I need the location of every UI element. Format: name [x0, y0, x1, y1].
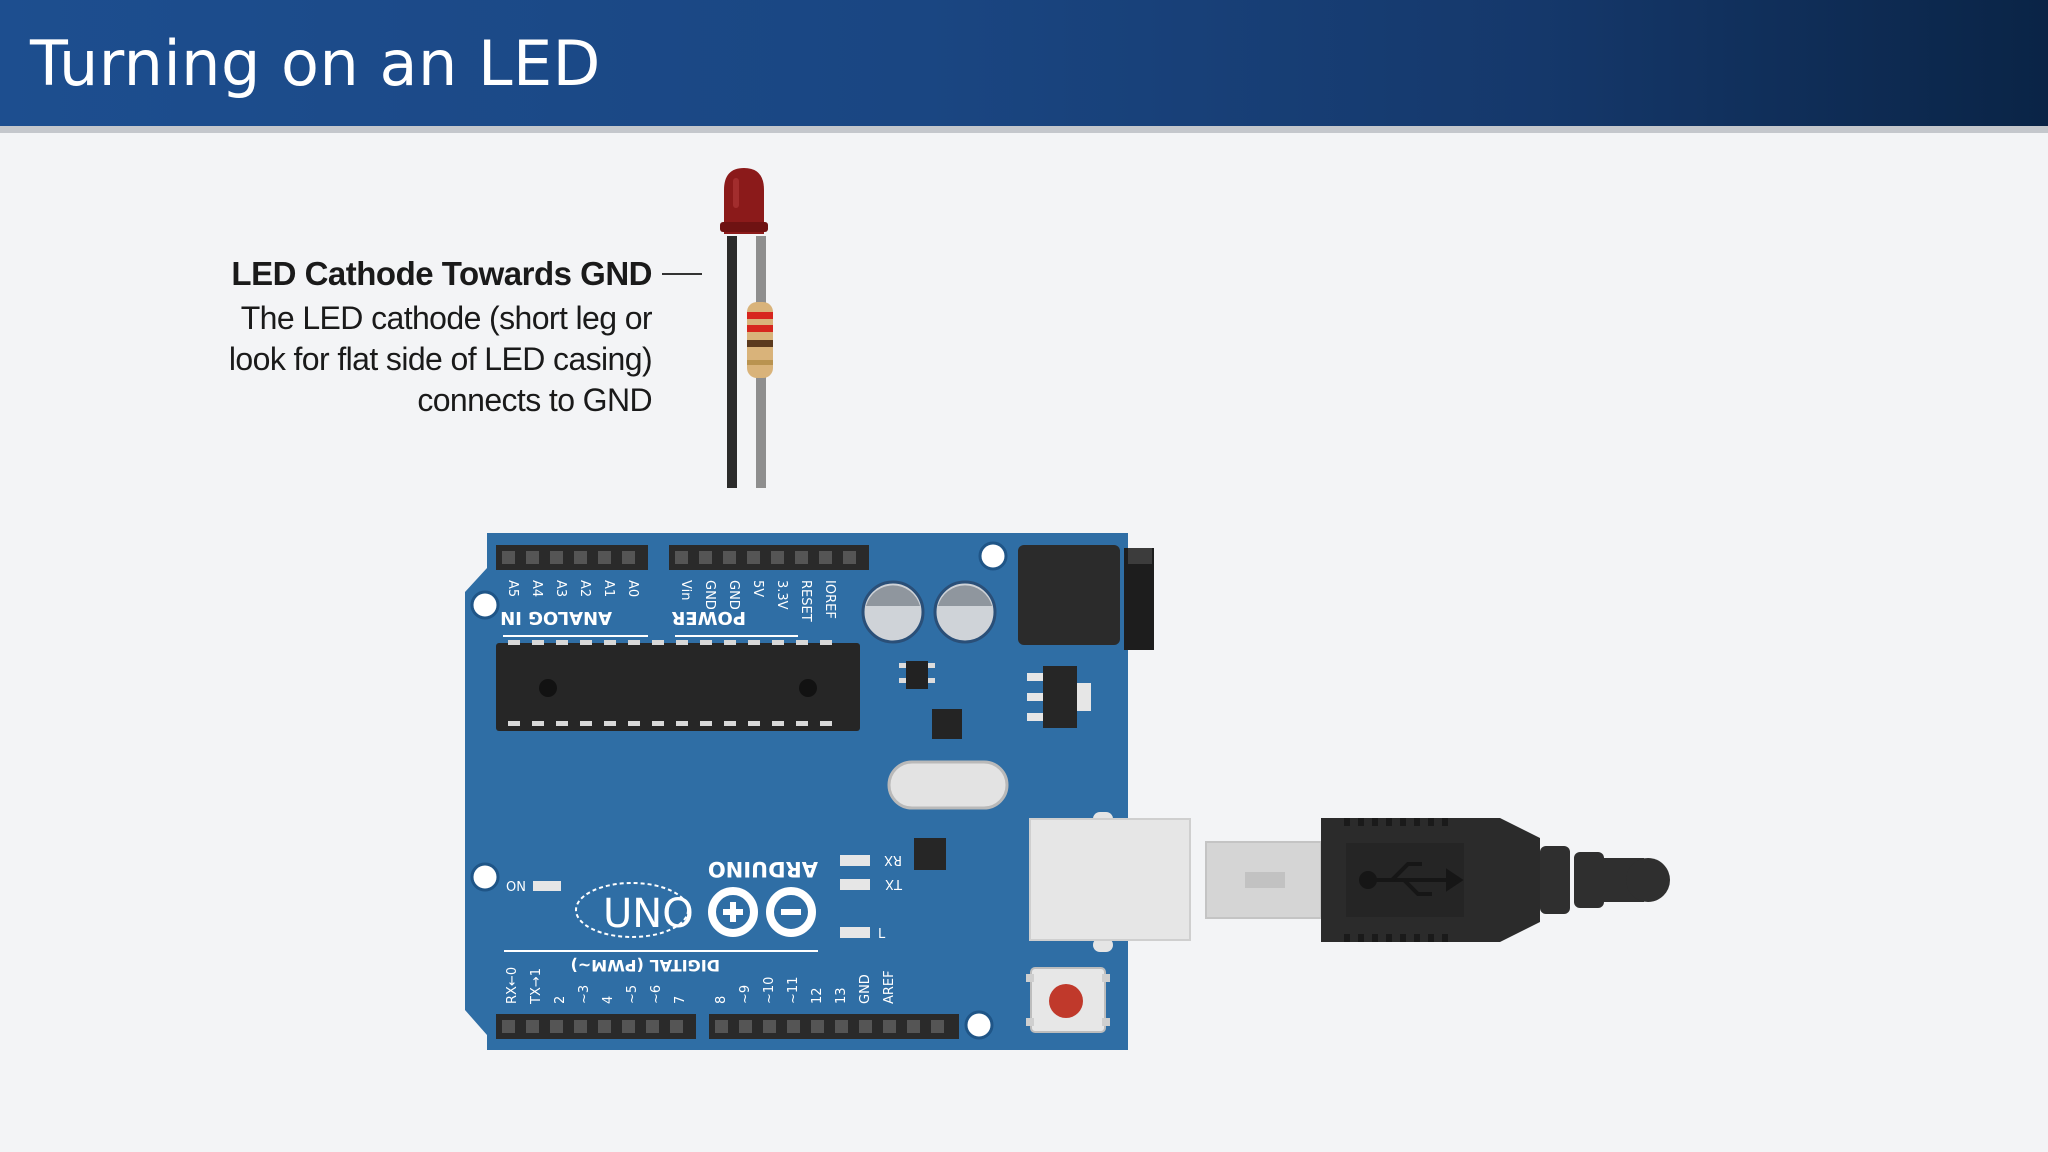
- annotation-line: connects to GND: [417, 382, 652, 418]
- power-header[interactable]: [669, 545, 869, 570]
- pin-label: ~11: [786, 977, 801, 1004]
- resistor: [747, 302, 773, 378]
- on-led: [533, 881, 561, 891]
- pin-label: 12: [810, 987, 825, 1004]
- voltage-regulator: [1027, 666, 1091, 728]
- rx-label: RX: [884, 852, 902, 867]
- usb-symbol-icon: [1359, 862, 1464, 896]
- reset-button[interactable]: [1026, 967, 1110, 1033]
- pin-label: GND: [726, 580, 741, 610]
- pin-label: ~3: [577, 985, 592, 1004]
- pin-label: ~6: [649, 985, 664, 1004]
- pin-label: 2: [553, 996, 568, 1004]
- pin-label: A3: [553, 580, 568, 597]
- model-label: UNO: [603, 891, 694, 937]
- analog-in-label: ANALOG IN: [500, 607, 612, 628]
- pin-label: ~5: [625, 985, 640, 1004]
- brand-label: ARDUINO: [708, 857, 818, 881]
- digital-pin-labels: RX←0 TX→1 2 ~3 4 ~5 ~6 7 8 ~9 ~10 ~11 12…: [505, 967, 897, 1005]
- digital-pwm-label: DIGITAL (PWM~): [571, 956, 720, 975]
- power-label: POWER: [671, 607, 746, 628]
- usb-strain-relief: [1540, 846, 1670, 914]
- mounting-hole: [470, 862, 500, 892]
- slide-title: Turning on an LED: [30, 27, 601, 100]
- analog-pin-labels: A5 A4 A3 A2 A1 A0: [505, 580, 640, 597]
- pin-label: ~9: [738, 985, 753, 1004]
- analog-header[interactable]: [496, 545, 648, 570]
- usb-interface-chip: [914, 838, 946, 870]
- uno-logo: UNO: [575, 882, 694, 938]
- pin-label: TX→1: [529, 968, 544, 1005]
- slide-header: [0, 0, 2048, 126]
- annotation-line: look for flat side of LED casing): [228, 341, 653, 377]
- tx-label: TX: [885, 876, 903, 891]
- digital-header-high[interactable]: [709, 1014, 959, 1039]
- led-annotation: LED Cathode Towards GND The LED cathode …: [200, 250, 653, 421]
- annotation-line: The LED cathode (short leg or: [240, 300, 653, 336]
- capacitor: [861, 580, 925, 644]
- mounting-hole: [964, 1010, 994, 1040]
- crystal-oscillator: [887, 760, 1009, 810]
- microcontroller-chip: [496, 640, 860, 731]
- pin-label: GND: [702, 580, 717, 610]
- usb-socket[interactable]: [1029, 812, 1191, 952]
- usb-cable[interactable]: [1205, 818, 1670, 942]
- rx-led: [840, 855, 870, 866]
- pin-label: RX←0: [505, 967, 520, 1004]
- pin-label: 8: [714, 996, 729, 1004]
- annotation-heading: LED Cathode Towards GND: [231, 255, 652, 292]
- mounting-hole: [470, 590, 500, 620]
- pin-label: GND: [858, 974, 873, 1004]
- l-label: L: [878, 927, 886, 942]
- small-chip: [932, 709, 962, 739]
- l-led: [840, 927, 870, 938]
- on-led-label: ON: [506, 880, 526, 895]
- arduino-board[interactable]: A5 A4 A3 A2 A1 A0 Vin GND GND 5V 3.3V RE…: [465, 533, 1191, 1050]
- pin-label: AREF: [882, 970, 897, 1004]
- pin-label: A4: [529, 580, 544, 597]
- header-divider: [0, 126, 2048, 133]
- arduino-logo-icon: [708, 887, 816, 937]
- pin-label: 4: [601, 996, 616, 1004]
- pin-label: RESET: [798, 580, 813, 622]
- pin-label: A5: [505, 580, 520, 597]
- pin-label: A1: [601, 580, 616, 597]
- led-component[interactable]: [720, 168, 773, 488]
- pin-label: IOREF: [822, 580, 837, 619]
- digital-header-low[interactable]: [496, 1014, 696, 1039]
- pin-label: Vin: [678, 580, 693, 600]
- power-pin-labels: Vin GND GND 5V 3.3V RESET IOREF: [678, 580, 837, 622]
- pin-label: A2: [577, 580, 592, 597]
- led-rim: [720, 222, 768, 232]
- dc-power-jack[interactable]: [1018, 545, 1154, 650]
- pin-label: 13: [834, 987, 849, 1004]
- pin-label: 7: [673, 996, 688, 1004]
- pin-label: 3.3V: [774, 580, 789, 610]
- led-cathode-leg: [727, 236, 737, 488]
- transistor: [899, 661, 935, 689]
- capacitor: [933, 580, 997, 644]
- annotation-leader-line: [662, 273, 702, 275]
- pin-label: 5V: [750, 580, 765, 597]
- tx-led: [840, 879, 870, 890]
- pin-label: A0: [625, 580, 640, 597]
- mounting-hole: [978, 541, 1008, 571]
- pin-label: ~10: [762, 977, 777, 1004]
